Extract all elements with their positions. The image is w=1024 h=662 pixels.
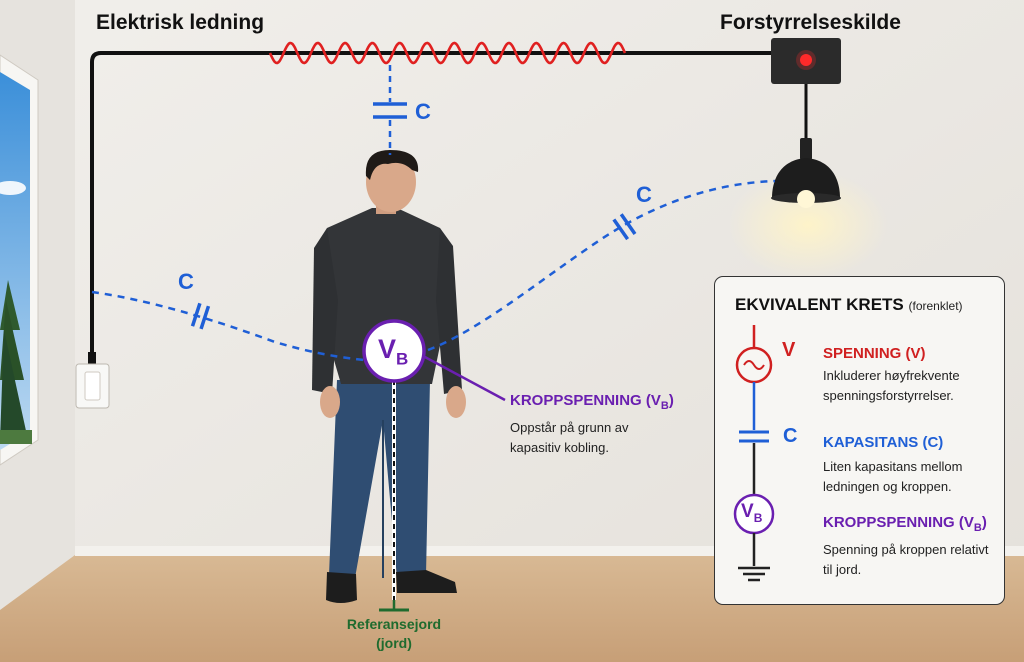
eq-item-body-voltage-text: Spenning på kroppen relativt til jord.	[823, 542, 989, 577]
eq-item-body-voltage-heading: KROPPSPENNING (VB)	[823, 514, 987, 534]
equivalent-circuit-schematic	[733, 325, 775, 582]
equivalent-circuit-title: EKVIVALENT KRETS (forenklet)	[735, 295, 963, 314]
light-switch-icon	[75, 363, 110, 409]
body-voltage-node	[362, 319, 426, 383]
ground-icon	[379, 600, 409, 612]
body-node-label: VB	[378, 334, 409, 369]
body-voltage-leader	[422, 354, 506, 402]
right-coupling-line	[427, 179, 776, 352]
equivalent-circuit-panel: EKVIVALENT KRETS (forenklet) V C VB SPEN…	[714, 276, 1005, 605]
ground-icon	[738, 566, 770, 582]
source-title: Forstyrrelseskilde	[720, 11, 901, 34]
capacitor-icon	[739, 430, 769, 443]
eq-node-label: VB	[741, 501, 763, 525]
wire-title: Elektrisk ledning	[96, 11, 265, 34]
eq-item-voltage-text: Inkluderer høyfrekvente spenningsforstyr…	[823, 368, 960, 403]
capacitor-icon	[612, 213, 637, 241]
cap-label-top: C	[415, 99, 431, 124]
eq-cap-label: C	[783, 425, 798, 447]
source-box-icon	[771, 38, 841, 84]
ground-label: Referansejord(jord)	[346, 616, 442, 651]
person-figure	[312, 150, 466, 603]
eq-item-capacitance-text: Liten kapasitans mellom ledningen og kro…	[823, 459, 963, 494]
ac-source-icon	[735, 346, 773, 384]
eq-item-voltage-heading: SPENNING (V)	[823, 345, 926, 362]
body-voltage-title: KROPPSPENNING (VB)	[510, 392, 674, 412]
capacitor-icon	[190, 302, 211, 330]
window	[0, 54, 39, 466]
cap-label-left: C	[178, 269, 194, 294]
body-voltage-description: Oppstår på grunn av kapasitiv kobling.	[510, 420, 629, 455]
electric-wire	[90, 51, 790, 358]
eq-source-label: V	[782, 339, 796, 361]
capacitor-icon	[373, 102, 407, 119]
lamp-icon	[771, 84, 841, 208]
cap-label-right: C	[636, 182, 652, 207]
lamp-glow	[728, 170, 888, 280]
baseboard	[75, 546, 1024, 556]
eq-item-capacitance-heading: KAPASITANS (C)	[823, 434, 944, 451]
disturbance-wave	[268, 41, 627, 65]
